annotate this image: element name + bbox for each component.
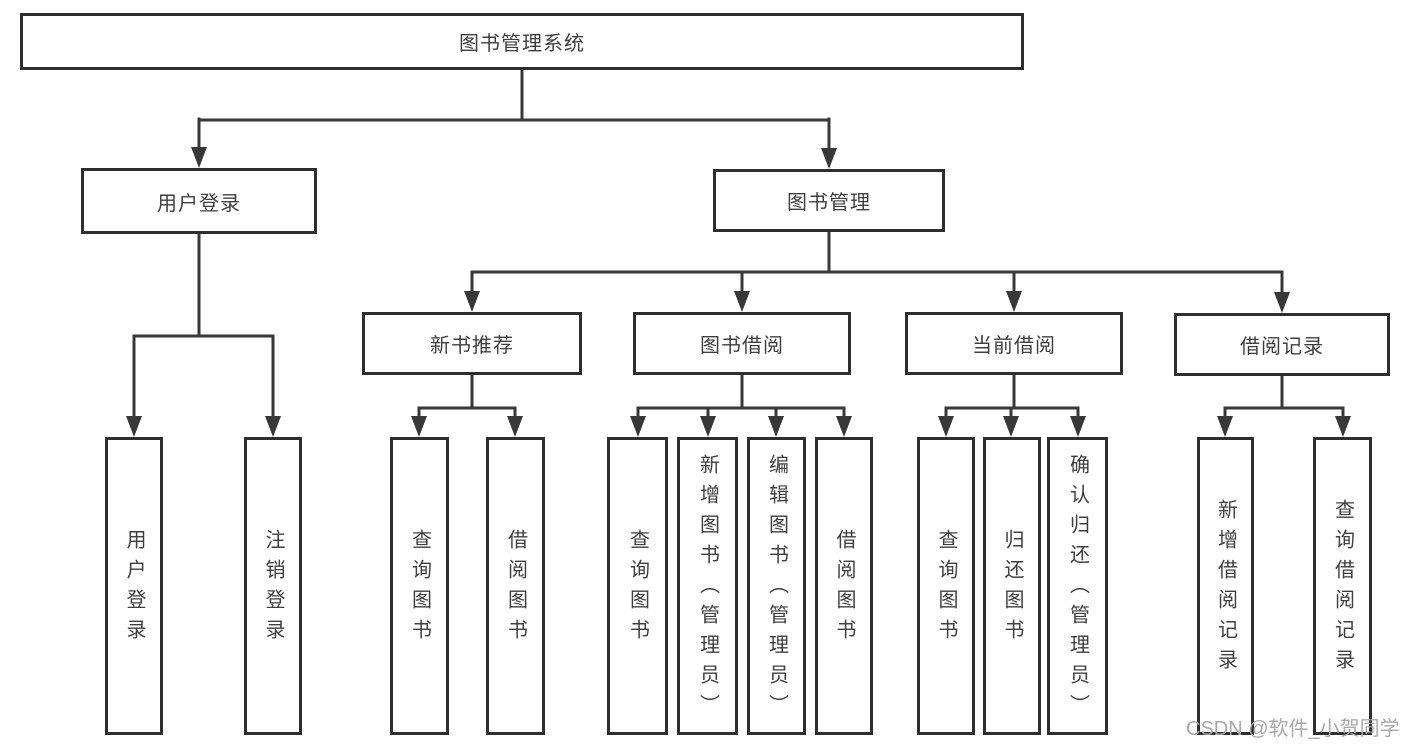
node-leaf-login: 用户登录 [105, 437, 163, 735]
node-leaf-return-book: 归还图书 [983, 437, 1041, 735]
node-leaf-query-borrow-record: 查询借阅记录 [1313, 437, 1372, 735]
node-root: 图书管理系统 [20, 13, 1024, 70]
node-leaf-confirm-return-admin: 确认归还（管理员） [1047, 437, 1108, 735]
node-leaf-query-books-1: 查询图书 [390, 437, 449, 735]
node-book-borrow: 图书借阅 [633, 312, 851, 375]
node-current-borrow: 当前借阅 [905, 312, 1123, 375]
node-borrow-records: 借阅记录 [1174, 313, 1390, 376]
watermark: CSDN @软件_小贺同学 [1186, 718, 1400, 740]
node-leaf-borrow-books-2: 借阅图书 [815, 437, 873, 735]
node-user-login: 用户登录 [81, 168, 317, 234]
node-book-management: 图书管理 [713, 169, 945, 232]
node-leaf-edit-book-admin: 编辑图书（管理员） [747, 437, 806, 735]
node-leaf-query-books-2: 查询图书 [607, 437, 668, 735]
node-leaf-borrow-books-1: 借阅图书 [486, 437, 545, 735]
node-leaf-query-books-3: 查询图书 [917, 437, 975, 735]
node-new-book-recommend: 新书推荐 [362, 312, 582, 375]
node-leaf-add-borrow-record: 新增借阅记录 [1197, 437, 1254, 735]
node-leaf-logout: 注销登录 [244, 437, 302, 735]
node-leaf-add-book-admin: 新增图书（管理员） [677, 437, 738, 735]
